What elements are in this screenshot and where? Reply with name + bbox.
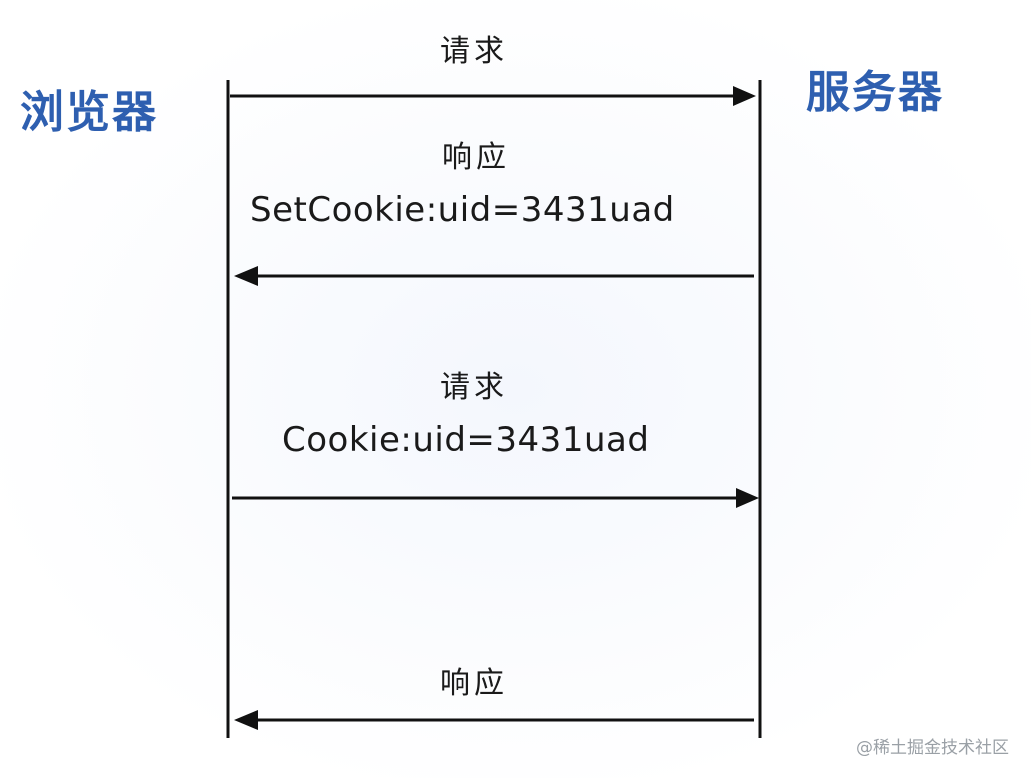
- arrow-response-1: [234, 266, 754, 286]
- arrow-response-2: [234, 710, 754, 730]
- arrow-request-1: [230, 86, 756, 106]
- message-4-label: 响应: [440, 666, 508, 701]
- message-1-label: 请求: [440, 34, 508, 69]
- server-label: 服务器: [806, 67, 944, 118]
- watermark: @稀土掘金技术社区: [856, 738, 1009, 758]
- browser-label: 浏览器: [20, 87, 158, 138]
- message-2-label: 响应: [442, 140, 510, 175]
- message-2-detail: SetCookie:uid=3431uad: [250, 190, 675, 230]
- message-3-detail: Cookie:uid=3431uad: [282, 420, 650, 460]
- arrow-request-2: [232, 488, 759, 508]
- message-3-label: 请求: [440, 370, 508, 405]
